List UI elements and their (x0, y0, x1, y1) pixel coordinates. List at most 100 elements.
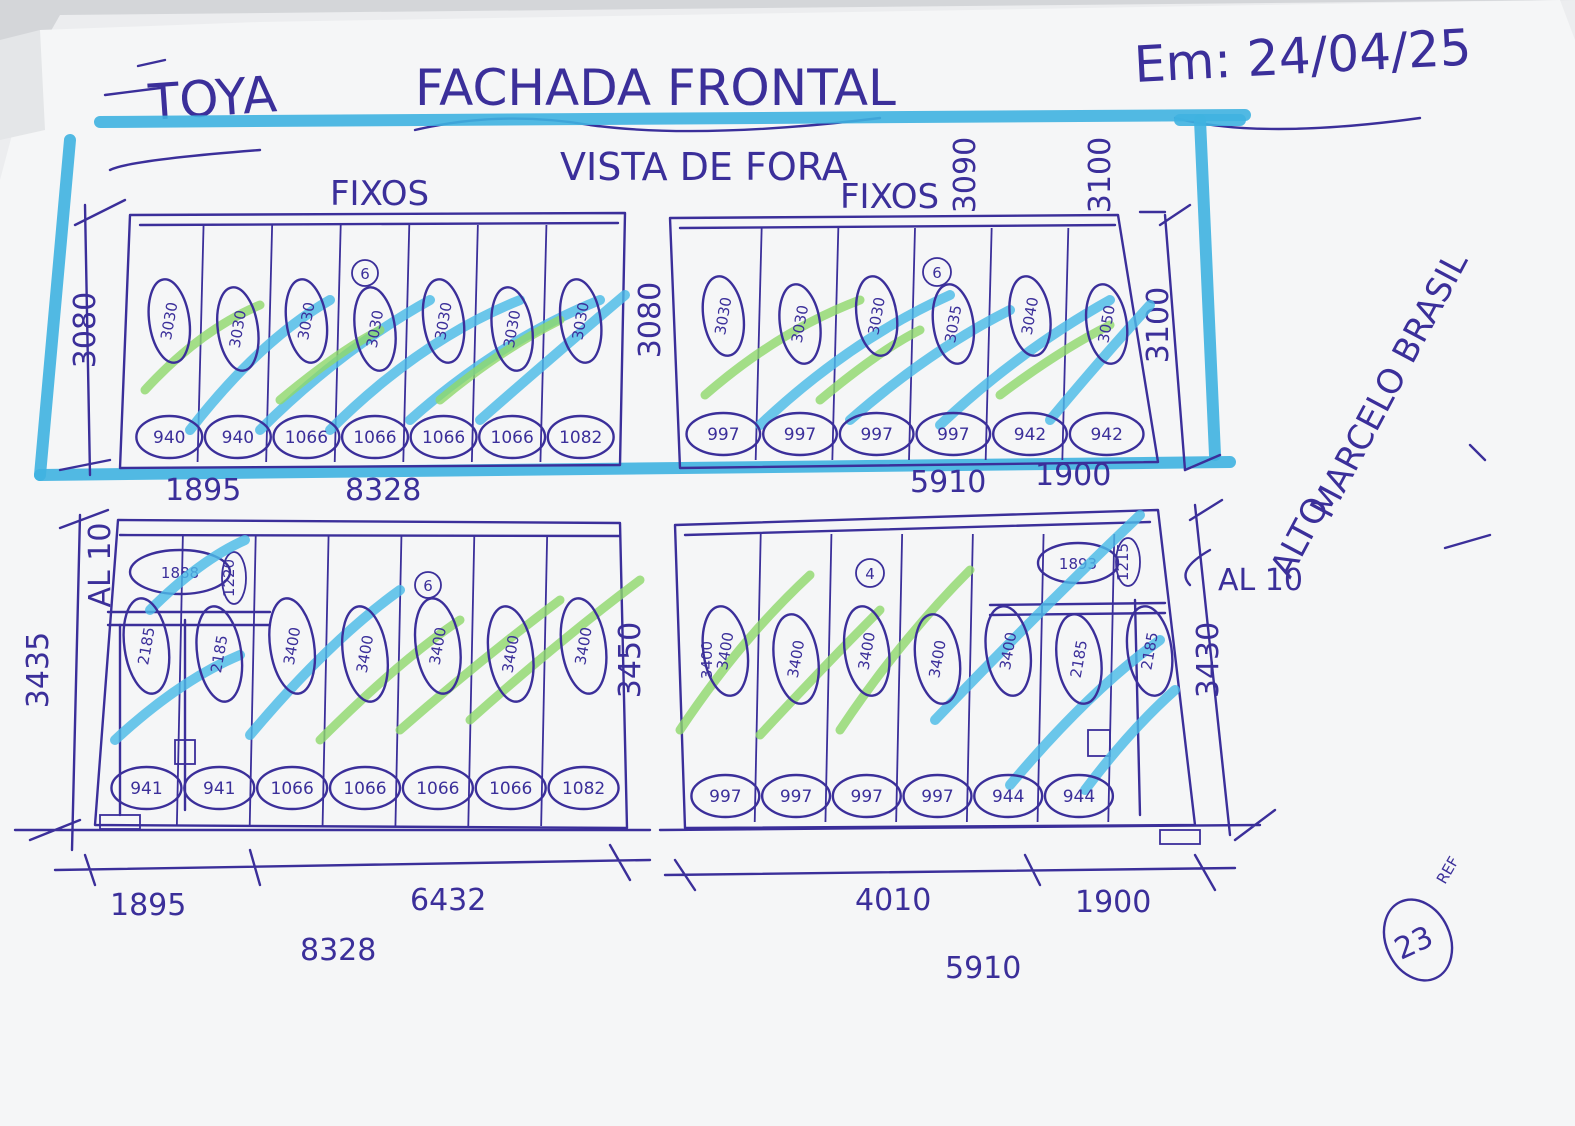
mullion-line (1061, 227, 1070, 461)
panel-columns (754, 227, 1070, 461)
marker-circle (351, 259, 379, 287)
panel-height: 3080 (68, 292, 103, 368)
door-label-2: 1220 (220, 559, 238, 597)
paper-fold (0, 30, 45, 140)
bottom-size-oval (409, 414, 478, 460)
bottom-size-oval (547, 765, 620, 811)
panel-size-oval (147, 278, 192, 364)
bottom-size-label: 942 (1090, 425, 1122, 445)
bottom-size-label: 997 (707, 425, 739, 445)
bottom-size-label: 1066 (491, 428, 534, 448)
bottom-size-oval (690, 773, 761, 819)
green-highlight-stroke (675, 570, 815, 735)
bottom-size-label: 1066 (285, 428, 328, 448)
blue-highlight-stroke (475, 290, 630, 425)
panel-height-right: 3450 (613, 622, 648, 698)
panel-size-oval (1125, 605, 1174, 697)
marker-circle (922, 257, 952, 287)
panel-inner-top (678, 223, 1117, 230)
mullion-line (402, 224, 411, 463)
mullion-line (539, 224, 548, 463)
mullion-line (470, 224, 479, 463)
bottom-size-label: 1066 (489, 779, 532, 799)
bottom-size-label: 1066 (343, 779, 386, 799)
panel-size-oval (490, 286, 534, 372)
panel-size-oval (486, 605, 535, 703)
blue-highlight-stroke (110, 650, 245, 745)
panel-size-oval (559, 597, 608, 695)
panel-inner-top (118, 533, 622, 538)
panel-outline (118, 211, 627, 470)
green-highlight-stroke (465, 575, 645, 725)
bottom-size-label: 1082 (562, 779, 605, 799)
bottom-size-oval (183, 765, 256, 811)
panel-size-oval (772, 613, 820, 705)
panel-size-oval (913, 613, 962, 705)
green-highlight-stroke (995, 320, 1115, 400)
panel-size-oval (268, 597, 317, 695)
panel-width-1: 1895 (110, 888, 186, 923)
bottom-size-oval (1068, 411, 1145, 457)
marker-number: 6 (360, 265, 370, 283)
height-dim-line (83, 203, 92, 477)
panel-width-1: 1895 (165, 473, 241, 508)
green-highlight-stroke (275, 325, 385, 405)
panel-size-oval (931, 283, 976, 365)
bottom-size-oval (272, 414, 341, 460)
panel-width-1: 5910 (910, 465, 986, 500)
bottom-size-label: 1066 (353, 428, 396, 448)
door-oval (128, 548, 232, 596)
blue-highlight-stroke (185, 295, 335, 435)
panel-width-2: 1900 (1075, 885, 1151, 920)
panel-size-oval (1008, 275, 1052, 357)
door-oval (1036, 541, 1120, 585)
marker-circle (414, 571, 442, 599)
panel-size-oval (216, 286, 260, 372)
bottom-size-label: 942 (1014, 425, 1046, 445)
panel-outline (668, 213, 1160, 470)
extra-width-label: 3400 (698, 641, 716, 679)
bottom-size-label: 997 (860, 425, 892, 445)
mullion-line (753, 533, 762, 823)
blue-highlight-stroke (935, 295, 1115, 430)
panel-size-oval (284, 278, 329, 364)
panel-highlights (140, 290, 630, 435)
width-dim-line (663, 853, 1237, 892)
green-highlight-stroke (315, 615, 465, 745)
bottom-size-oval (992, 411, 1069, 457)
bottom-size-label: 1082 (559, 428, 602, 448)
page-circle (1382, 898, 1454, 982)
panel-inner-top (138, 221, 620, 227)
top-dim-1: 3090 (948, 137, 983, 213)
panel-inner-top (683, 520, 1152, 537)
panel-width-2: 6432 (410, 883, 486, 918)
panel-size-oval (984, 605, 1033, 697)
panel-height-left: 3435 (21, 632, 56, 708)
alto-dim: AL 10 (83, 523, 118, 608)
panel-size-oval (341, 605, 389, 703)
drawing-subtitle: VISTA DE FORA (560, 145, 848, 189)
door-label-2: 1215 (1114, 543, 1132, 581)
transom-bar (106, 610, 272, 627)
panel-size-oval (195, 605, 244, 703)
panel-height-right: 3430 (1191, 622, 1226, 698)
marker-number: 6 (932, 264, 942, 282)
door-threshold (1159, 829, 1201, 845)
signature-flourish (1443, 443, 1492, 550)
bottom-size-oval (203, 414, 272, 460)
bottom-size-label: 997 (851, 787, 883, 807)
width-dim-line (53, 843, 652, 887)
green-highlight-stroke (700, 295, 865, 400)
panel-width-1: 4010 (855, 883, 931, 918)
bottom-size-oval (478, 414, 547, 460)
height-dim-line (1193, 503, 1232, 837)
bottom-size-oval (474, 765, 547, 811)
panel-highlights (110, 535, 645, 745)
panel-width-2: 1900 (1035, 458, 1111, 493)
